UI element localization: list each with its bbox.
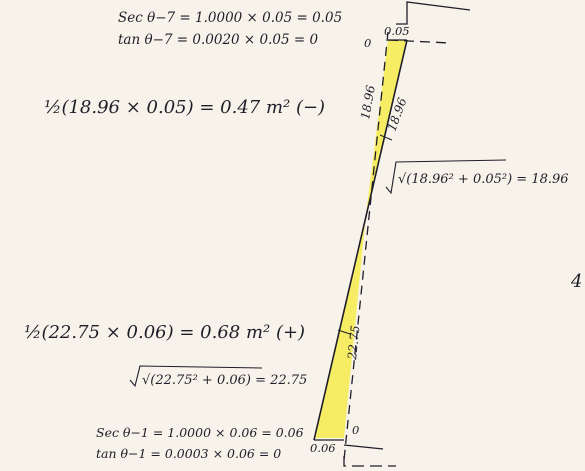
page-edge-numeral: 4 — [570, 271, 582, 292]
note-lower-sqrt: √(22.75² + 0.06) = 22.75 — [142, 373, 307, 388]
lower-sqrt-bar — [129, 365, 263, 388]
top-frame-line — [396, 1, 471, 25]
label-top-offset: 0.05 — [384, 24, 410, 38]
upper-sqrt-bar — [385, 159, 507, 195]
top-horizontal-dashed — [387, 39, 451, 44]
note-top-sec: Sec θ−7 = 1.0000 × 0.05 = 0.05 — [118, 10, 342, 26]
note-bottom-tan: tan θ−1 = 0.0003 × 0.06 = 0 — [96, 446, 281, 461]
label-bottom-zero: 0 — [352, 423, 359, 437]
vertical-reference-dashed — [343, 31, 389, 461]
note-top-tan: tan θ−7 = 0.0020 × 0.05 = 0 — [118, 32, 318, 48]
label-upper-length-left: 18.96 — [358, 84, 378, 121]
bottom-solid-line — [343, 444, 384, 450]
label-top-zero: 0 — [364, 36, 371, 50]
note-bottom-sec: Sec θ−1 = 1.0000 × 0.06 = 0.06 — [96, 425, 304, 440]
label-lower-length: 22.75 — [345, 325, 363, 362]
lower-tick — [337, 329, 351, 335]
bottom-frame-line — [343, 456, 396, 467]
section-centerline — [313, 39, 408, 441]
note-upper-sqrt: √(18.96² + 0.05²) = 18.96 — [398, 172, 569, 187]
note-upper-area: ½(18.96 × 0.05) = 0.47 m² (−) — [44, 97, 325, 118]
upper-tick — [379, 134, 393, 141]
label-bottom-offset: 0.06 — [310, 441, 336, 455]
note-lower-area: ½(22.75 × 0.06) = 0.68 m² (+) — [24, 322, 305, 343]
